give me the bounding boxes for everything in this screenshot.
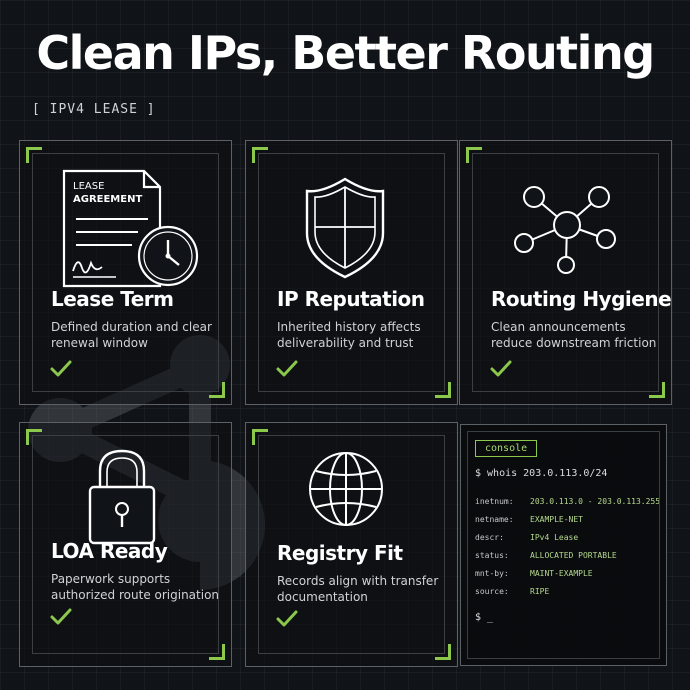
section-tag: [ IPV4 LEASE ] bbox=[32, 102, 156, 117]
whois-value: MAINT-EXAMPLE bbox=[530, 569, 593, 578]
card-lease-term: LEASE AGREEMENT Lease Term Defined durat… bbox=[19, 140, 232, 405]
page-title: Clean IPs, Better Routing bbox=[36, 26, 655, 80]
card-description: Clean announcements reduce downstream fr… bbox=[491, 320, 657, 350]
lease-document-clock-icon: LEASE AGREEMENT bbox=[20, 141, 233, 291]
corner-bracket bbox=[26, 429, 42, 445]
whois-value: RIPE bbox=[530, 587, 550, 596]
corner-bracket bbox=[466, 147, 482, 163]
shield-icon bbox=[246, 141, 459, 291]
checkmark-icon bbox=[50, 608, 72, 625]
corner-bracket bbox=[649, 382, 665, 398]
checkmark-icon bbox=[50, 360, 72, 377]
card-title: IP Reputation bbox=[277, 287, 425, 311]
corner-bracket bbox=[435, 382, 451, 398]
corner-bracket bbox=[209, 644, 225, 660]
whois-key: mnt-by: bbox=[475, 569, 509, 578]
whois-value: EXAMPLE-NET bbox=[530, 515, 583, 524]
whois-value: 203.0.113.0 - 203.0.113.255 bbox=[530, 497, 661, 506]
whois-row: status: ALLOCATED PORTABLE bbox=[475, 547, 660, 565]
whois-output: inetnum: 203.0.113.0 - 203.0.113.255 net… bbox=[475, 493, 660, 601]
card-registry-fit: Registry Fit Records align with transfer… bbox=[245, 422, 458, 667]
whois-value: IPv4 Lease bbox=[530, 533, 579, 542]
console-panel: console $ whois 203.0.113.0/24 inetnum: … bbox=[460, 424, 667, 666]
padlock-icon bbox=[20, 423, 233, 573]
whois-key: descr: bbox=[475, 533, 504, 542]
card-ip-reputation: IP Reputation Inherited history affects … bbox=[245, 140, 458, 405]
card-title: Registry Fit bbox=[277, 541, 403, 565]
card-title: Lease Term bbox=[51, 287, 174, 311]
document-label-agreement: AGREEMENT bbox=[73, 194, 143, 205]
card-description: Paperwork supports authorized route orig… bbox=[51, 572, 220, 602]
whois-row: source: RIPE bbox=[475, 583, 660, 601]
network-hub-icon bbox=[460, 141, 673, 291]
checkmark-icon bbox=[276, 360, 298, 377]
card-description: Defined duration and clear renewal windo… bbox=[51, 320, 212, 350]
whois-row: mnt-by: MAINT-EXAMPLE bbox=[475, 565, 660, 583]
corner-bracket bbox=[435, 644, 451, 660]
whois-row: netname: EXAMPLE-NET bbox=[475, 511, 660, 529]
checkmark-icon bbox=[490, 360, 512, 377]
corner-bracket bbox=[252, 429, 268, 445]
corner-bracket bbox=[209, 382, 225, 398]
console-label: console bbox=[475, 440, 538, 457]
document-label-lease: LEASE bbox=[73, 181, 105, 192]
globe-icon bbox=[246, 423, 459, 573]
console-command: $ whois 203.0.113.0/24 bbox=[475, 468, 608, 479]
whois-row: inetnum: 203.0.113.0 - 203.0.113.255 bbox=[475, 493, 660, 511]
card-loa-ready: LOA Ready Paperwork supports authorized … bbox=[19, 422, 232, 667]
card-title: LOA Ready bbox=[51, 539, 168, 563]
card-routing-hygiene: Routing Hygiene Clean announcements redu… bbox=[459, 140, 672, 405]
checkmark-icon bbox=[276, 610, 298, 627]
corner-bracket bbox=[252, 147, 268, 163]
whois-row: descr: IPv4 Lease bbox=[475, 529, 660, 547]
console-prompt: $ _ bbox=[475, 612, 494, 623]
corner-bracket bbox=[26, 147, 42, 163]
card-description: Records align with transfer documentatio… bbox=[277, 574, 439, 604]
whois-key: status: bbox=[475, 551, 509, 560]
card-description: Inherited history affects deliverability… bbox=[277, 320, 421, 350]
card-title: Routing Hygiene bbox=[491, 287, 672, 311]
whois-key: netname: bbox=[475, 515, 514, 524]
whois-key: inetnum: bbox=[475, 497, 514, 506]
whois-value: ALLOCATED PORTABLE bbox=[530, 551, 617, 560]
whois-key: source: bbox=[475, 587, 509, 596]
